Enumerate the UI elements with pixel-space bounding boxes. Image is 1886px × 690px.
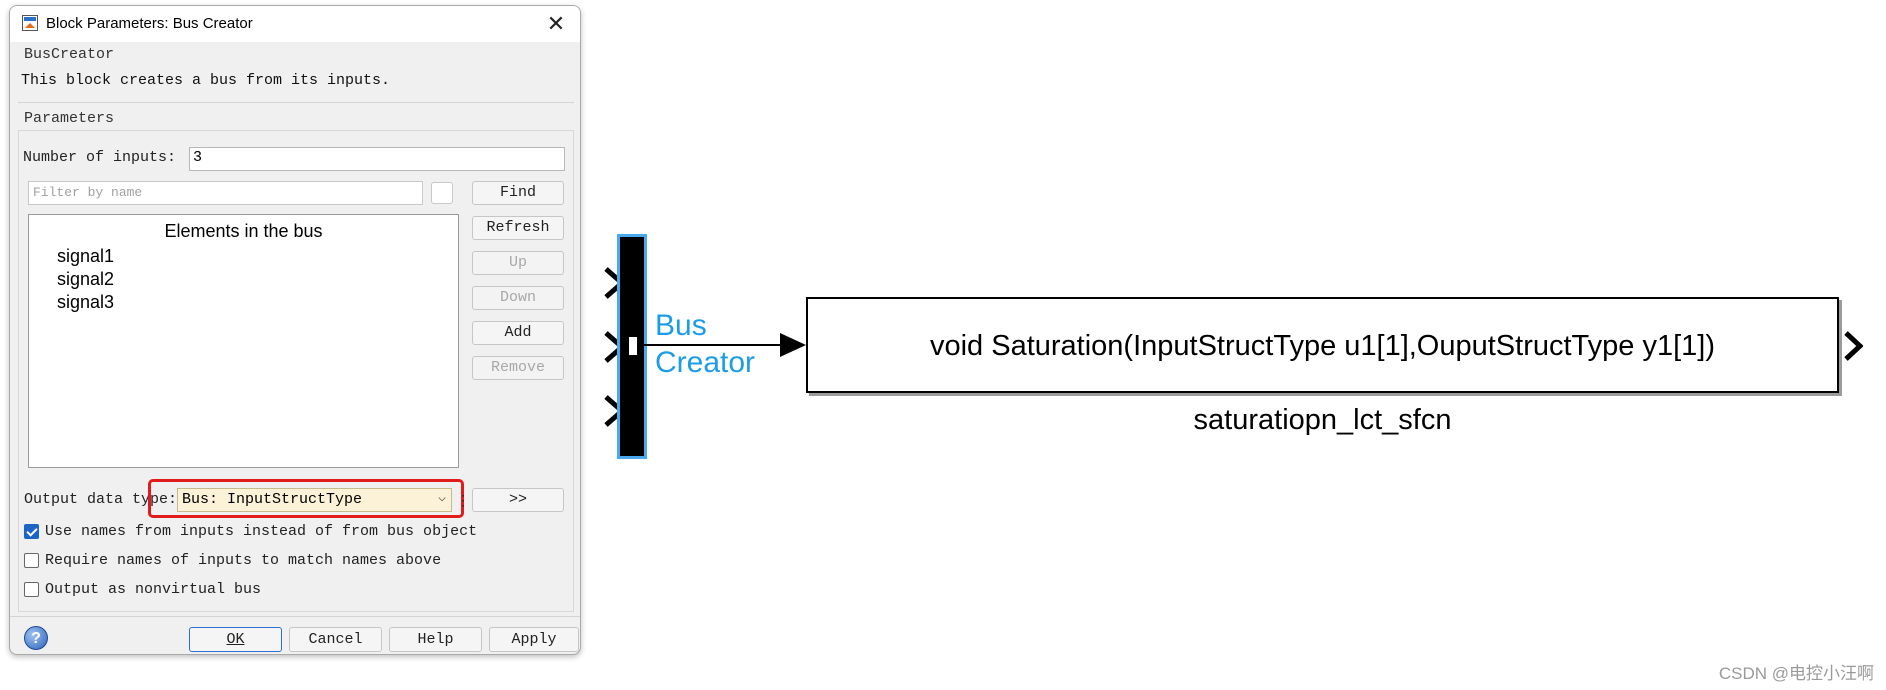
down-button[interactable]: Down xyxy=(472,286,564,310)
chevron-down-icon: ⌵ xyxy=(438,490,446,505)
list-item[interactable]: signal3 xyxy=(57,292,115,312)
list-header: Elements in the bus xyxy=(164,221,323,241)
checkbox-checked[interactable] xyxy=(24,524,39,539)
cancel-button[interactable]: Cancel xyxy=(289,627,382,652)
filter-options-toggle[interactable] xyxy=(431,182,453,204)
up-button[interactable]: Up xyxy=(472,251,564,275)
simulink-app-icon xyxy=(22,15,38,31)
sfunction-block[interactable]: void Saturation(InputStructType u1[1],Ou… xyxy=(806,297,1839,393)
group-label-buscreator: BusCreator xyxy=(24,46,115,63)
ok-button[interactable]: OK xyxy=(189,627,282,652)
output-type-label: Output data type: xyxy=(24,491,178,508)
checkbox-label: Use names from inputs instead of from bu… xyxy=(45,523,478,540)
checkbox-nonvirtual-bus[interactable]: Output as nonvirtual bus xyxy=(24,581,261,598)
checkbox-label: Output as nonvirtual bus xyxy=(45,581,262,598)
data-type-assistant-button[interactable]: >> xyxy=(472,488,564,512)
output-type-select[interactable]: Bus: InputStructType ⌵ xyxy=(177,488,452,512)
sfunction-block-name: saturatiopn_lct_sfcn xyxy=(1193,404,1452,436)
more-options-icon[interactable]: ⋮ xyxy=(456,489,470,511)
output-port-icon xyxy=(628,336,638,356)
group-label-parameters: Parameters xyxy=(24,110,115,127)
filter-input[interactable]: Filter by name xyxy=(28,181,423,205)
refresh-button[interactable]: Refresh xyxy=(472,216,564,240)
watermark: CSDN @电控小汪啊 xyxy=(1718,664,1874,683)
sfunction-signature: void Saturation(InputStructType u1[1],Ou… xyxy=(929,330,1716,362)
apply-button[interactable]: Apply xyxy=(489,627,579,652)
bus-elements-list[interactable]: Elements in the bus signal1 signal2 sign… xyxy=(28,214,459,468)
footer-divider xyxy=(10,616,580,617)
close-icon[interactable]: ✕ xyxy=(546,11,566,36)
bus-creator-label-line1: Bus xyxy=(655,309,707,342)
checkbox-unchecked[interactable] xyxy=(24,553,39,568)
checkbox-use-input-names[interactable]: Use names from inputs instead of from bu… xyxy=(24,523,477,540)
dialog-titlebar[interactable]: Block Parameters: Bus Creator ✕ xyxy=(10,6,580,42)
block-description: This block creates a bus from its inputs… xyxy=(21,72,391,89)
num-inputs-field[interactable]: 3 xyxy=(189,147,565,171)
checkbox-require-names-match[interactable]: Require names of inputs to match names a… xyxy=(24,552,441,569)
list-item[interactable]: signal1 xyxy=(57,246,115,266)
output-type-value: Bus: InputStructType xyxy=(182,491,363,508)
checkbox-label: Require names of inputs to match names a… xyxy=(45,552,442,569)
num-inputs-label: Number of inputs: xyxy=(23,149,177,166)
remove-button[interactable]: Remove xyxy=(472,356,564,380)
find-button[interactable]: Find xyxy=(472,181,564,205)
help-icon[interactable]: ? xyxy=(24,626,48,650)
add-button[interactable]: Add xyxy=(472,321,564,345)
bus-creator-label-line2: Creator xyxy=(655,346,756,379)
bus-creator-block[interactable] xyxy=(620,237,644,456)
dialog-title: Block Parameters: Bus Creator xyxy=(46,15,253,32)
divider xyxy=(18,102,574,103)
block-parameters-dialog: Block Parameters: Bus Creator ✕ BusCreat… xyxy=(9,5,581,655)
output-port-chevron xyxy=(1844,331,1863,361)
highlight-box xyxy=(148,479,464,518)
checkbox-unchecked[interactable] xyxy=(24,582,39,597)
signal-line-arrow[interactable] xyxy=(644,330,809,360)
list-item[interactable]: signal2 xyxy=(57,269,115,289)
help-button[interactable]: Help xyxy=(389,627,482,652)
